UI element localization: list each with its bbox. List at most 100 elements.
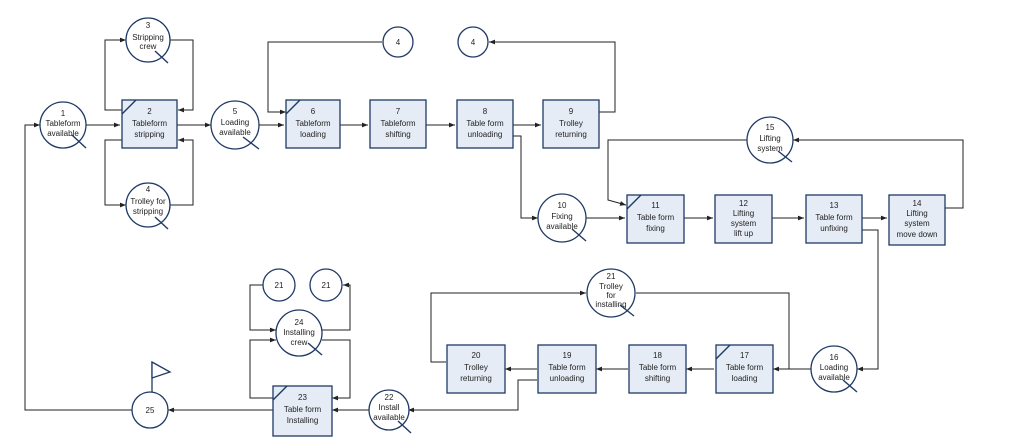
node-5-line1: Loading <box>221 118 249 127</box>
node-4-top-right: 4 <box>457 26 489 58</box>
node-19: 19 Table form unloading <box>537 344 597 394</box>
node-8: 8 Table form unloading <box>456 99 514 149</box>
node-10-number: 10 <box>558 201 567 210</box>
node-9: 9 Trolley returning <box>542 99 600 149</box>
node-12: 12 Lifting system lift up <box>714 194 773 244</box>
node-13-number: 13 <box>830 201 839 210</box>
node-16: 16 Loading available <box>810 345 858 393</box>
node-11: 11 Table form fixing <box>626 194 685 244</box>
node-17: 17 Table form loading <box>715 344 774 394</box>
edge-4b-6 <box>267 41 382 115</box>
node-20-line2: returning <box>460 374 492 383</box>
node-12-number: 12 <box>739 199 748 208</box>
node-4-top-left: 4 <box>382 26 414 58</box>
node-12-line3: lift up <box>734 229 754 238</box>
node-21c-number: 21 <box>322 281 331 290</box>
node-10-line1: Fixing <box>551 212 572 221</box>
node-1-number: 1 <box>61 109 66 118</box>
node-19-line1: Table form <box>548 363 586 372</box>
node-21a-line3: installing <box>595 300 626 309</box>
node-22: 22 Install available <box>368 389 412 434</box>
node-3-line1: Stripping <box>132 33 164 42</box>
node-6: 6 Tableform loading <box>285 99 341 149</box>
node-2: 2 Tableform stripping <box>121 99 178 149</box>
node-25-number: 25 <box>146 406 155 415</box>
node-16-number: 16 <box>830 353 839 362</box>
node-15-line2: system <box>757 144 783 153</box>
node-21a-number: 21 <box>607 272 616 281</box>
node-1-line1: Tableform <box>45 119 80 128</box>
node-8-number: 8 <box>483 107 488 116</box>
node-14: 14 Lifting system move down <box>888 194 946 246</box>
node-16-line1: Loading <box>820 363 848 372</box>
node-7-line2: shifting <box>385 130 410 139</box>
node-21-left: 21 <box>262 268 296 302</box>
node-4a-number: 4 <box>146 185 151 194</box>
node-12-line1: Lifting <box>733 209 754 218</box>
edge-8-10 <box>513 135 538 221</box>
node-6-line2: loading <box>300 130 326 139</box>
node-1: 1 Tableform available <box>39 101 87 149</box>
edge-14-15 <box>793 137 964 209</box>
node-10-line2: available <box>546 222 578 231</box>
node-23: 23 Table form Installing <box>272 385 333 437</box>
edge-21a-17 <box>636 292 790 370</box>
node-18-line2: shifting <box>645 374 670 383</box>
node-7-number: 7 <box>396 107 401 116</box>
node-2-line2: stripping <box>134 130 164 139</box>
flag-icon <box>151 360 172 392</box>
node-23-line2: Installing <box>287 416 319 425</box>
node-8-line2: unloading <box>468 130 503 139</box>
node-14-line1: Lifting <box>906 209 927 218</box>
node-17-number: 17 <box>740 351 749 360</box>
node-21-right: 21 <box>309 268 343 302</box>
node-13: 13 Table form unfixing <box>805 194 863 244</box>
transitions: 2 Tableform stripping 6 Tableform loadin… <box>121 99 946 437</box>
edges <box>24 37 964 413</box>
places: 1 Tableform available 3 Stripping crew 4… <box>39 17 858 434</box>
node-14-line3: move down <box>897 230 938 239</box>
node-7: 7 Tableform shifting <box>369 99 427 149</box>
edge-9-4c <box>489 39 616 113</box>
node-22-line2: available <box>373 413 405 422</box>
node-21a-line1: Trolley <box>599 282 623 291</box>
node-11-line1: Table form <box>637 213 675 222</box>
edge-23-24 <box>249 337 276 399</box>
node-15-line1: Lifting <box>759 134 780 143</box>
node-21a-line2: for <box>606 291 616 300</box>
node-19-line2: unloading <box>550 374 585 383</box>
node-24-line1: Installing <box>283 328 315 337</box>
node-16-line2: available <box>818 373 850 382</box>
node-18: 18 Table form shifting <box>628 344 687 394</box>
node-4-trolley-stripping: 4 Trolley for stripping <box>125 182 171 230</box>
node-15-number: 15 <box>766 123 775 132</box>
node-23-line1: Table form <box>284 405 322 414</box>
node-9-line1: Trolley <box>559 119 583 128</box>
node-3-number: 3 <box>146 21 151 30</box>
node-14-number: 14 <box>913 199 922 208</box>
node-21b-number: 21 <box>275 281 284 290</box>
node-4a-line1: Trolley for <box>130 197 166 206</box>
node-5-line2: available <box>219 128 251 137</box>
node-5-number: 5 <box>233 107 238 116</box>
node-1-line2: available <box>47 129 79 138</box>
node-3: 3 Stripping crew <box>125 17 171 64</box>
node-5: 5 Loading available <box>210 100 260 150</box>
node-20-line1: Trolley <box>464 363 488 372</box>
node-24: 24 Installing crew <box>275 309 323 357</box>
node-12-line2: system <box>731 219 757 228</box>
edge-4a-2 <box>170 137 194 206</box>
edge-24-21c <box>322 282 351 331</box>
node-13-line1: Table form <box>815 213 853 222</box>
node-4b-number: 4 <box>396 38 401 47</box>
node-6-line1: Tableform <box>295 119 330 128</box>
edge-25-1 <box>24 122 132 411</box>
node-20-number: 20 <box>472 351 481 360</box>
edge-20-21a <box>430 290 586 363</box>
node-7-line1: Tableform <box>380 119 415 128</box>
node-2-line1: Tableform <box>132 119 167 128</box>
node-3-line2: crew <box>140 42 157 51</box>
node-15: 15 Lifting system <box>746 116 794 164</box>
